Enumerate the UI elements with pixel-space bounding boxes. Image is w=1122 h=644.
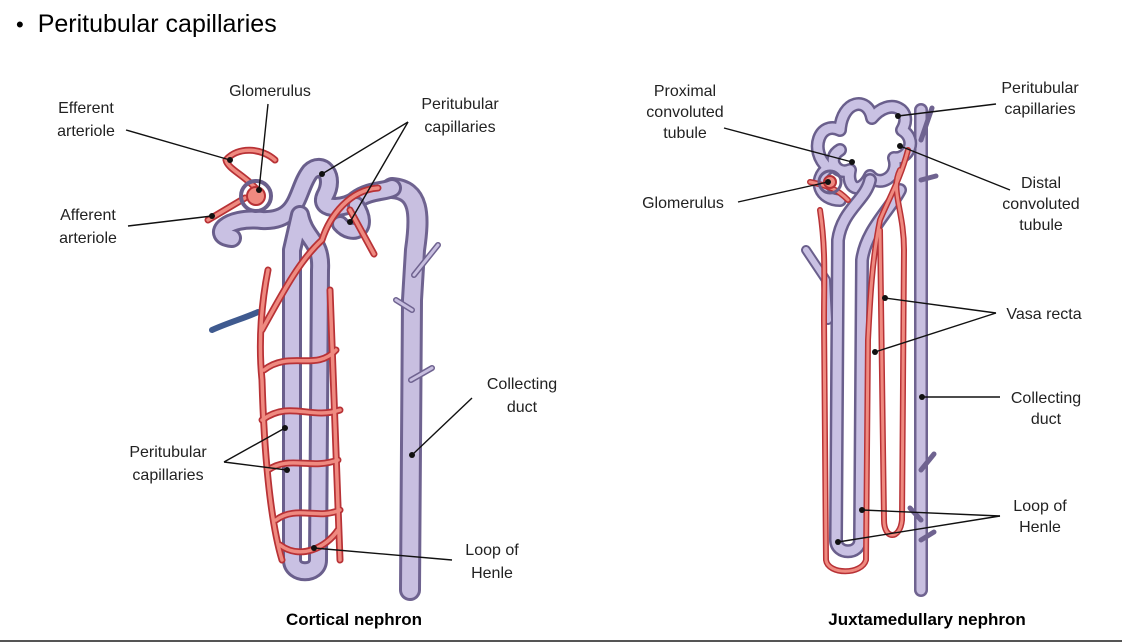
cortical-vein — [209, 309, 261, 333]
label-glomerulus-juxta: Glomerulus — [642, 195, 724, 212]
slide-title: • Peritubular capillaries — [16, 10, 277, 39]
cortical-collecting-duct — [381, 177, 441, 601]
juxta-vasa-recta — [807, 147, 911, 575]
label-glomerulus-cortical: Glomerulus — [229, 83, 311, 100]
caption-cortical-nephron: Cortical nephron — [286, 610, 422, 629]
juxta-leader-lines — [723, 103, 1011, 545]
juxta-glomerulus — [817, 169, 843, 195]
juxtamedullary-nephron-illustration — [801, 97, 939, 597]
bullet-point: • — [16, 11, 24, 37]
caption-juxtamedullary-nephron: Juxtamedullary nephron — [828, 610, 1025, 629]
cortical-leader-lines — [125, 103, 473, 561]
cortical-blood-vessels — [204, 146, 382, 564]
label-vasa-recta: Vasa recta — [1006, 306, 1081, 323]
cortical-tubule-and-loop — [211, 158, 402, 582]
juxta-collecting-duct — [907, 103, 939, 597]
bottom-divider — [0, 640, 1122, 642]
slide-title-text: Peritubular capillaries — [37, 10, 277, 38]
cortical-nephron-illustration — [204, 146, 441, 601]
